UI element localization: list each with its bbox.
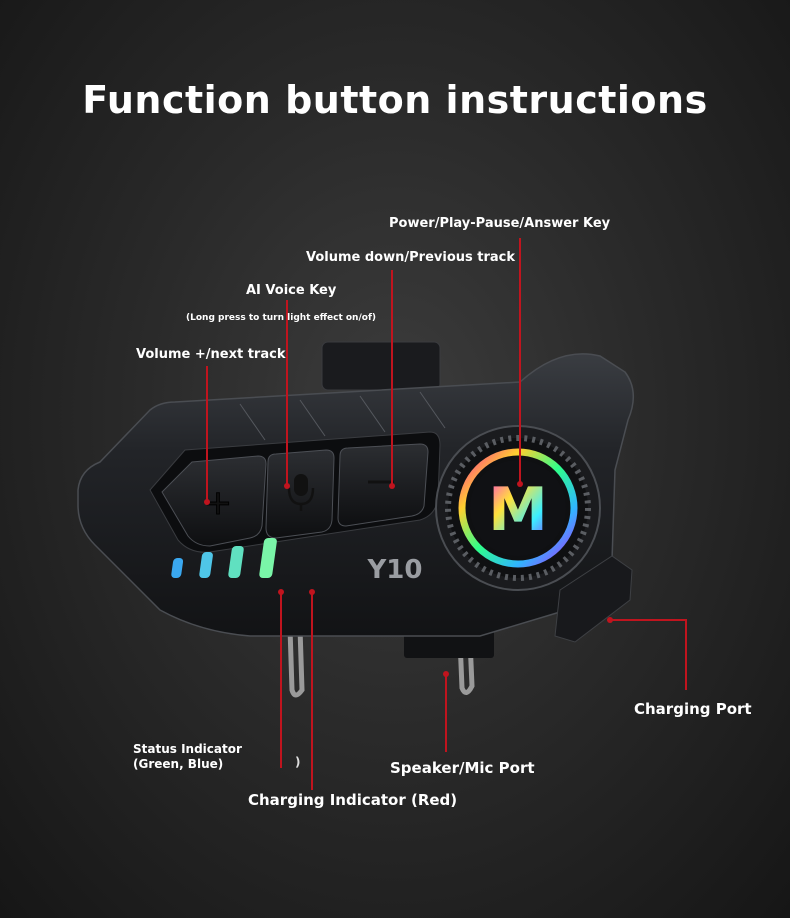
charging-port-label: Charging Port (634, 700, 752, 718)
left-hook (287, 627, 305, 698)
led-indicators (171, 538, 277, 578)
charging-port-housing (554, 555, 633, 643)
power-dial: M (435, 425, 601, 591)
speaker-mic-port-label: Speaker/Mic Port (390, 759, 535, 777)
volume-down-label: Volume down/Previous track (306, 250, 516, 265)
brand-m-icon: M (488, 475, 548, 545)
right-hook (457, 639, 475, 695)
status-indicator-label: Status Indicator (Green, Blue) (133, 742, 242, 771)
power-key-label: Power/Play-Pause/Answer Key (389, 216, 611, 231)
callout-lines (206, 238, 687, 790)
ai-voice-label: AI Voice Key (246, 283, 337, 298)
status-paren: ) (295, 755, 301, 769)
charging-indicator-label: Charging Indicator (Red) (248, 791, 458, 809)
page-title: Function button instructions (82, 78, 708, 122)
volume-up-label: Volume +/next track (136, 347, 286, 362)
top-mount-clip (321, 341, 441, 391)
model-logo: Y10 (366, 555, 422, 585)
top-ridge (239, 391, 446, 441)
volume-up-button (161, 455, 267, 547)
volume-down-button (337, 443, 429, 527)
ai-voice-note: (Long press to turn light effect on/of) (186, 313, 376, 323)
microphone-icon (287, 474, 315, 511)
callout-dots (204, 481, 613, 677)
